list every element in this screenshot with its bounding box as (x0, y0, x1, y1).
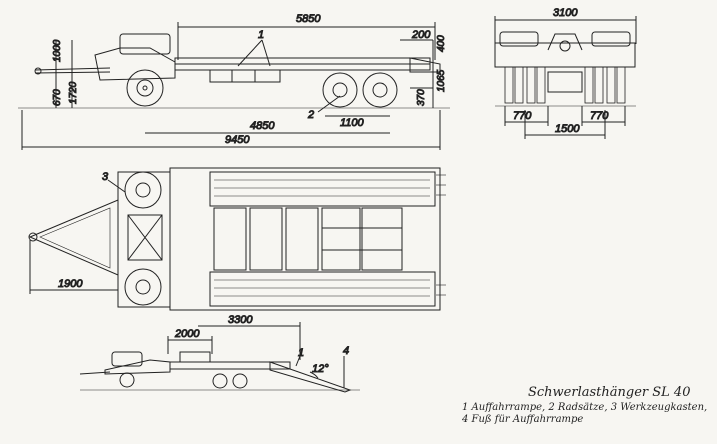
dim-rear-1065: 1065 (436, 69, 447, 92)
top-view (28, 167, 446, 311)
dim-ground-clear: 670 (52, 89, 63, 106)
dim-overall-bed: 5850 (296, 13, 321, 25)
caption-line-2: 4 Fuß für Auffahrrampe (462, 414, 584, 425)
dim-rear-370: 370 (416, 89, 427, 106)
dim-rear-right: 770 (590, 110, 609, 122)
dim-axle-spacing: 1100 (340, 117, 365, 129)
dim-total-length: 9450 (225, 134, 250, 146)
dim-rear-width: 3100 (553, 7, 578, 19)
caption-line-1: 1 Auffahrrampe, 2 Radsätze, 3 Werkzeugka… (462, 402, 708, 413)
rear-view (494, 16, 637, 139)
callout-1-side: 1 (258, 29, 264, 41)
callout-3-top: 3 (102, 171, 109, 183)
dim-wheel-height: 1720 (68, 81, 79, 104)
dim-rear-center: 1500 (555, 123, 580, 135)
dim-front-height: 1000 (52, 39, 63, 62)
callout-2-side: 2 (307, 109, 314, 121)
side-view (18, 22, 450, 150)
dim-ramp-2000: 2000 (174, 328, 200, 340)
dim-rear-400: 400 (436, 35, 447, 52)
caption-title: Schwerlasthänger SL 40 (528, 385, 691, 400)
dim-ramp-3300: 3300 (228, 314, 253, 326)
dim-ramp-angle: 12° (312, 363, 329, 375)
dim-rear-200: 200 (411, 29, 431, 41)
dim-drawbar: 1900 (58, 278, 83, 290)
loading-view (79, 322, 360, 393)
callout-4-load: 4 (343, 345, 349, 357)
dim-rear-left: 770 (513, 110, 532, 122)
figure-caption: Schwerlasthänger SL 40 1 Auffahrrampe, 2… (462, 385, 714, 426)
dim-wheelbase: 4850 (250, 120, 275, 132)
callout-1-load: 1 (298, 347, 304, 359)
